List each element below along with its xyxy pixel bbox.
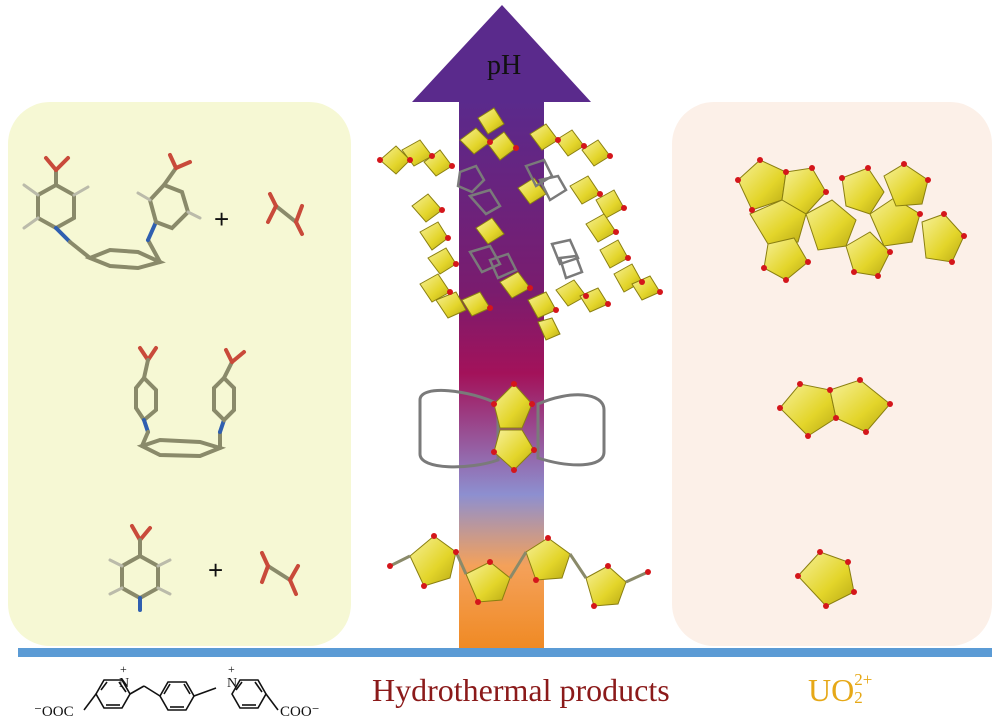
ligand-formula bbox=[83, 679, 279, 711]
ligand-row-1 bbox=[22, 153, 202, 271]
plus-sign-1: + bbox=[214, 204, 230, 234]
charge-plus-1: + bbox=[120, 662, 127, 676]
nitrogen-label-2: N bbox=[227, 676, 238, 691]
framework-structure bbox=[377, 107, 663, 341]
left-ligand-panel bbox=[8, 102, 351, 646]
ph-label: pH bbox=[487, 50, 522, 81]
plus-sign-2: + bbox=[208, 555, 224, 585]
carboxylate-left-label: ⁻OOC bbox=[34, 704, 74, 720]
oxalate-2 bbox=[260, 551, 300, 596]
uranyl-dimer bbox=[777, 377, 893, 439]
carboxylate-right-label: COO⁻ bbox=[280, 704, 320, 720]
hydrothermal-products-label: Hydrothermal products bbox=[372, 672, 670, 708]
nitrogen-label-1: N bbox=[119, 676, 130, 691]
baseline-bar bbox=[18, 648, 992, 657]
oxalate-1 bbox=[266, 192, 304, 236]
ligand-row-2 bbox=[134, 346, 246, 459]
uranyl-charge: 2+ bbox=[854, 670, 873, 689]
ligand-row-3 bbox=[108, 524, 172, 612]
uranyl-monomer bbox=[795, 549, 857, 609]
uranyl-scripts: 2+2 bbox=[854, 670, 882, 707]
charge-plus-2: + bbox=[228, 662, 235, 676]
uranyl-subscript: 2 bbox=[854, 688, 863, 707]
uranyl-sheet bbox=[735, 157, 967, 283]
dimer-macrocycle bbox=[418, 381, 606, 473]
chain-structure bbox=[387, 533, 651, 609]
uranyl-main: UO bbox=[808, 672, 855, 708]
